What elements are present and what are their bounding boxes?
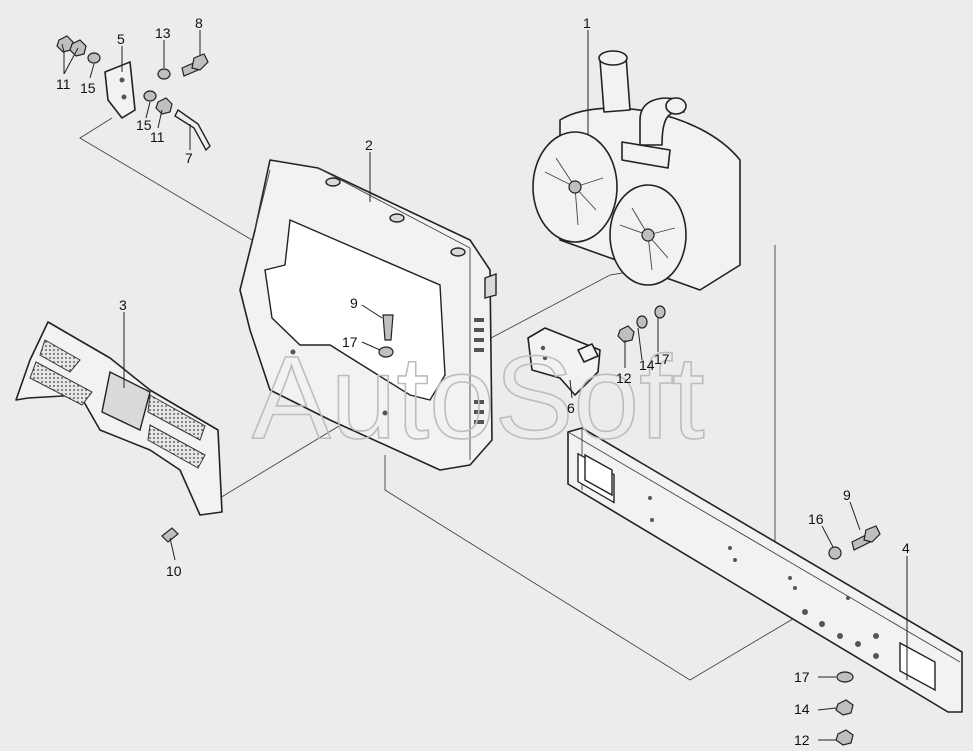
callout-9-upper: 9 <box>350 295 358 311</box>
callout-8: 8 <box>195 15 203 31</box>
callout-6: 6 <box>567 400 575 416</box>
grille-panel <box>15 321 223 516</box>
callout-9-lower: 9 <box>843 487 851 503</box>
callout-11-lower: 11 <box>150 129 165 145</box>
crossmember-beam <box>567 427 963 713</box>
callout-7: 7 <box>185 150 193 166</box>
callout-13: 13 <box>155 25 171 41</box>
callout-17-upper: 17 <box>342 334 358 350</box>
mounting-bracket-5 <box>104 61 136 119</box>
callout-15-lower: 15 <box>136 117 152 133</box>
callout-15-upper: 15 <box>80 80 96 96</box>
mounting-bracket-6 <box>527 327 601 396</box>
radiator-frame <box>239 159 497 471</box>
callout-12-lower: 12 <box>794 732 810 748</box>
callout-labels: 1 2 3 4 5 6 7 8 9 9 10 11 11 12 12 13 14… <box>56 15 910 748</box>
callout-12-upper: 12 <box>616 370 632 386</box>
callout-14-upper: 14 <box>639 357 655 373</box>
callout-5: 5 <box>117 31 125 47</box>
callout-3: 3 <box>119 297 127 313</box>
callout-17-middle: 17 <box>654 351 670 367</box>
l-rod <box>174 108 211 152</box>
callout-10: 10 <box>166 563 182 579</box>
callout-1: 1 <box>583 15 591 31</box>
callout-17-lower: 17 <box>794 669 810 685</box>
callout-11-upper: 11 <box>56 76 71 92</box>
callout-2: 2 <box>365 137 373 153</box>
leader-lines <box>61 30 908 741</box>
callout-4: 4 <box>902 540 910 556</box>
callout-16: 16 <box>808 511 824 527</box>
callout-14-lower: 14 <box>794 701 810 717</box>
watermark-text: AutoSoft <box>252 332 705 464</box>
air-cleaner <box>532 50 741 291</box>
fasteners <box>56 35 881 746</box>
